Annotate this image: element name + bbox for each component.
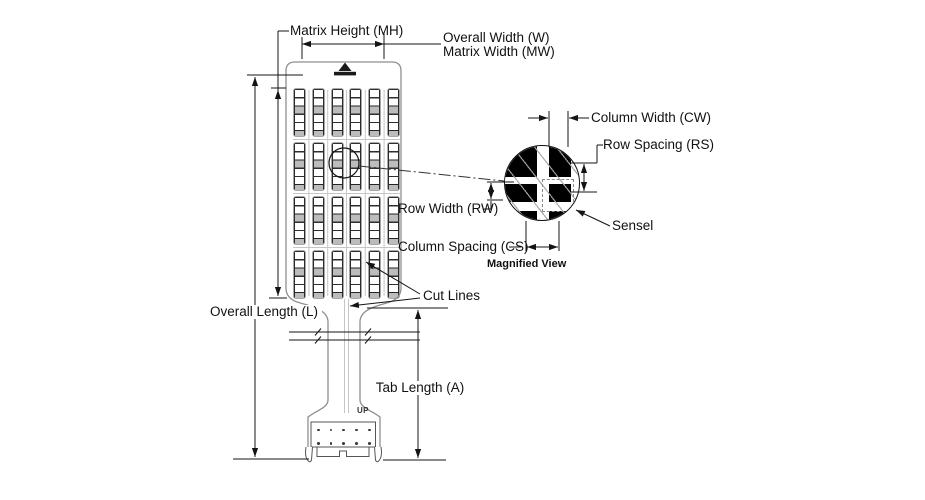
sensel-column-strip: [387, 142, 400, 191]
sensel-column-strip: [368, 196, 382, 245]
sensel-column-strip: [330, 196, 344, 245]
column-spacing-label: Column Spacing (CS): [398, 239, 529, 254]
magnified-view-circle: [503, 144, 580, 221]
leader-lines: [349, 209, 611, 309]
cut-lines-label: Cut Lines: [423, 288, 481, 303]
brand-logo-icon: [334, 62, 356, 76]
sensel-column-strip: [330, 88, 344, 137]
overall-length-label: Overall Length (L): [205, 305, 323, 319]
sensel-label: Sensel: [612, 218, 654, 233]
connector-pin: [355, 442, 358, 445]
matrix-height-label: Matrix Height (MH): [290, 23, 404, 38]
connector-pin: [342, 442, 346, 445]
connector-pin: [367, 428, 371, 432]
connector-pin: [355, 428, 358, 432]
detail-reference: [328, 147, 505, 182]
sensel-dashed-outline: [541, 178, 574, 212]
connector-pin: [317, 428, 320, 432]
sensel-column-strip: [293, 88, 306, 137]
magnified-view-label: Magnified View: [487, 258, 567, 270]
row-spacing-label: Row Spacing (RS): [603, 137, 715, 152]
matrix-width-label: Matrix Width (MW): [443, 44, 555, 59]
connector-pin: [367, 442, 371, 445]
row-width-label: Row Width (RW): [398, 201, 499, 216]
sensel-column-strip: [349, 88, 363, 137]
sensel-column-strip: [387, 88, 400, 137]
sensel-column-strip: [368, 250, 382, 299]
connector-pin: [342, 428, 346, 432]
sensor-body-outline: [285, 61, 402, 448]
connector: [305, 421, 382, 463]
overall-width-label: Overall Width (W): [443, 30, 550, 45]
dimension-lines: [233, 30, 603, 461]
sensel-column-strip: [349, 196, 363, 245]
sensel-column-strip: [330, 142, 344, 191]
column-width-label: Column Width (CW): [591, 110, 712, 125]
sensel-column-strip: [387, 196, 400, 245]
sensel-column-strip: [330, 250, 344, 299]
sensel-column-strip: [368, 88, 382, 137]
sensel-column-strip: [311, 142, 325, 191]
connector-pin: [329, 442, 333, 445]
sensel-column-strip: [311, 196, 325, 245]
sensel-column-strip: [311, 250, 325, 299]
sensel-column-strip: [293, 250, 306, 299]
cut-lines: [293, 90, 400, 413]
up-marking-label: UP: [357, 406, 369, 415]
tab-length-label: Tab Length (A): [371, 381, 469, 395]
connector-pin: [329, 428, 333, 432]
sensel-column-strip: [311, 88, 325, 137]
connector-pin: [317, 442, 320, 445]
sensel-column-strip: [293, 196, 306, 245]
break-symbol: [289, 328, 420, 344]
sensel-column-strip: [349, 250, 363, 299]
sensel-column-strip: [293, 142, 306, 191]
